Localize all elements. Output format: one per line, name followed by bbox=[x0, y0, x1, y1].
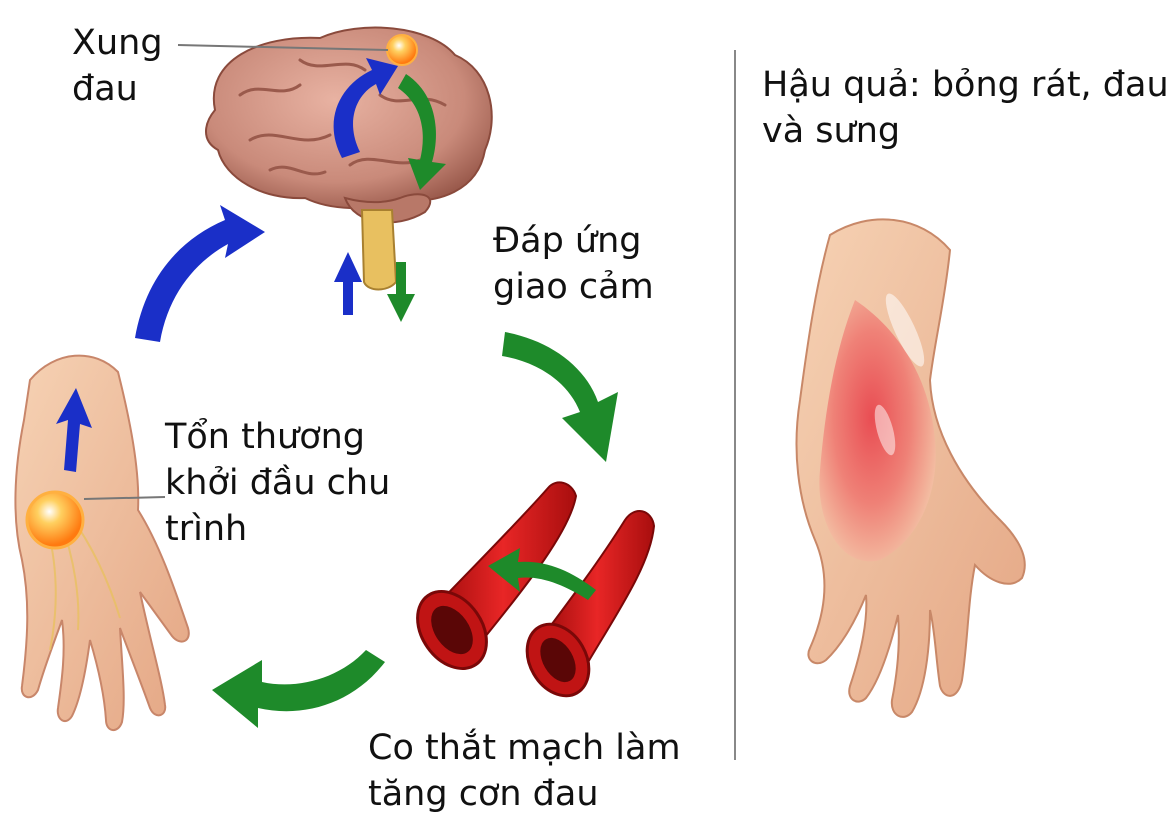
label-initial-injury: Tổn thương khởi đầu chu trình bbox=[165, 414, 390, 552]
hand-injury-hotspot bbox=[27, 492, 83, 548]
label-pain-impulse: Xung đau bbox=[72, 20, 163, 112]
label-vasospasm: Co thắt mạch làm tăng cơn đau bbox=[368, 725, 681, 817]
label-sympathetic-response: Đáp ứng giao cảm bbox=[493, 218, 654, 310]
label-consequence: Hậu quả: bỏng rát, đau và sưng bbox=[762, 62, 1169, 154]
small-blue-arrow-up bbox=[334, 252, 362, 315]
green-arrow-to-vessels bbox=[502, 332, 618, 462]
brain-illustration bbox=[206, 28, 492, 290]
burned-hand-illustration bbox=[796, 219, 1024, 717]
blue-arrow-up-to-brain bbox=[135, 205, 265, 342]
green-arrow-to-hand bbox=[212, 650, 385, 728]
constricted-blood-vessels bbox=[403, 482, 654, 706]
brain-pain-hotspot bbox=[387, 35, 417, 65]
